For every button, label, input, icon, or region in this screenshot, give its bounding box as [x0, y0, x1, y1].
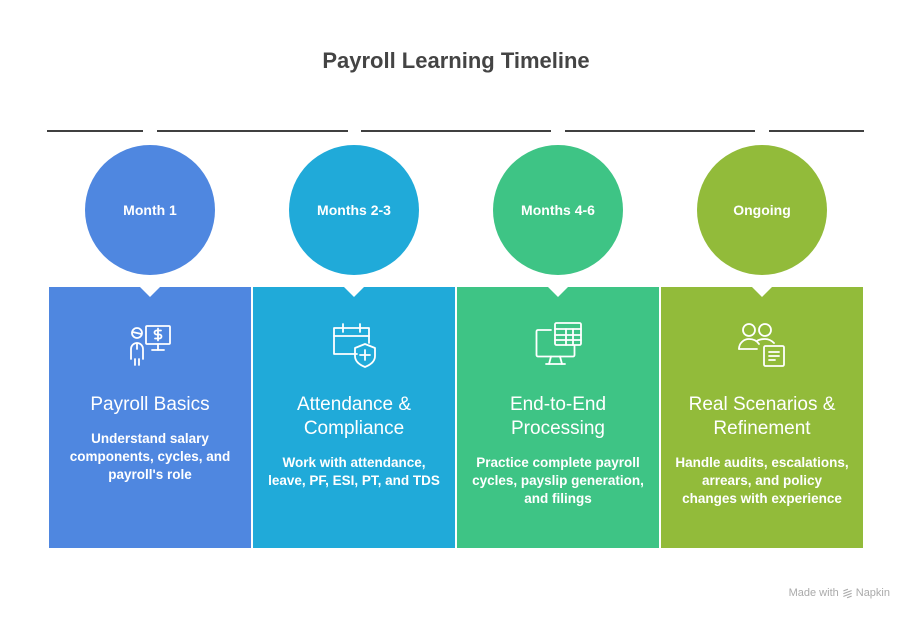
card-notch: [548, 287, 568, 297]
card-notch: [344, 287, 364, 297]
stage-title: Real Scenarios & Refinement: [688, 394, 836, 439]
card-notch: [752, 287, 772, 297]
stage-card-1: Payroll Basics Understand salary compone…: [49, 287, 251, 548]
stage-description: Work with attendance, leave, PF, ESI, PT…: [268, 455, 440, 488]
card-notch: [140, 287, 160, 297]
period-circle-2: Months 2-3: [289, 145, 419, 275]
timeline-line-segment: [769, 130, 864, 132]
footer-brand: Napkin: [855, 587, 890, 599]
period-label: Month 1: [123, 202, 177, 218]
timeline-line-segment: [361, 130, 551, 132]
diagram-title: Payroll Learning Timeline: [322, 48, 590, 73]
period-circle-3: Months 4-6: [493, 145, 623, 275]
period-label: Months 4-6: [521, 202, 595, 218]
monitor-spreadsheet-icon: [533, 319, 583, 369]
period-circle-4: Ongoing: [697, 145, 827, 275]
stage-card-4: Real Scenarios & Refinement Handle audit…: [661, 287, 863, 548]
users-document-icon: [737, 319, 787, 369]
timeline-line-segment: [565, 130, 755, 132]
calendar-shield-icon: [329, 319, 379, 369]
stage-card-2: Attendance & Compliance Work with attend…: [253, 287, 455, 548]
timeline-line-segment: [157, 130, 348, 132]
made-with-napkin-credit[interactable]: Made with Napkin: [789, 587, 890, 599]
period-label: Months 2-3: [317, 202, 391, 218]
footer-prefix: Made with: [788, 587, 839, 599]
stage-description: Handle audits, escalations, arrears, and…: [675, 455, 849, 506]
napkin-logo-icon: [842, 588, 852, 598]
person-dollar-monitor-icon: [125, 319, 175, 369]
stage-title: Attendance & Compliance: [296, 394, 412, 439]
timeline-line-segment: [47, 130, 143, 132]
stage-description: Practice complete payroll cycles, paysli…: [472, 455, 644, 506]
stage-title: Payroll Basics: [90, 394, 210, 415]
stage-card-3: End-to-End Processing Practice complete …: [457, 287, 659, 548]
stage-title: End-to-End Processing: [509, 394, 607, 439]
period-circle-1: Month 1: [85, 145, 215, 275]
period-label: Ongoing: [733, 202, 791, 218]
stage-description: Understand salary components, cycles, an…: [69, 431, 231, 482]
